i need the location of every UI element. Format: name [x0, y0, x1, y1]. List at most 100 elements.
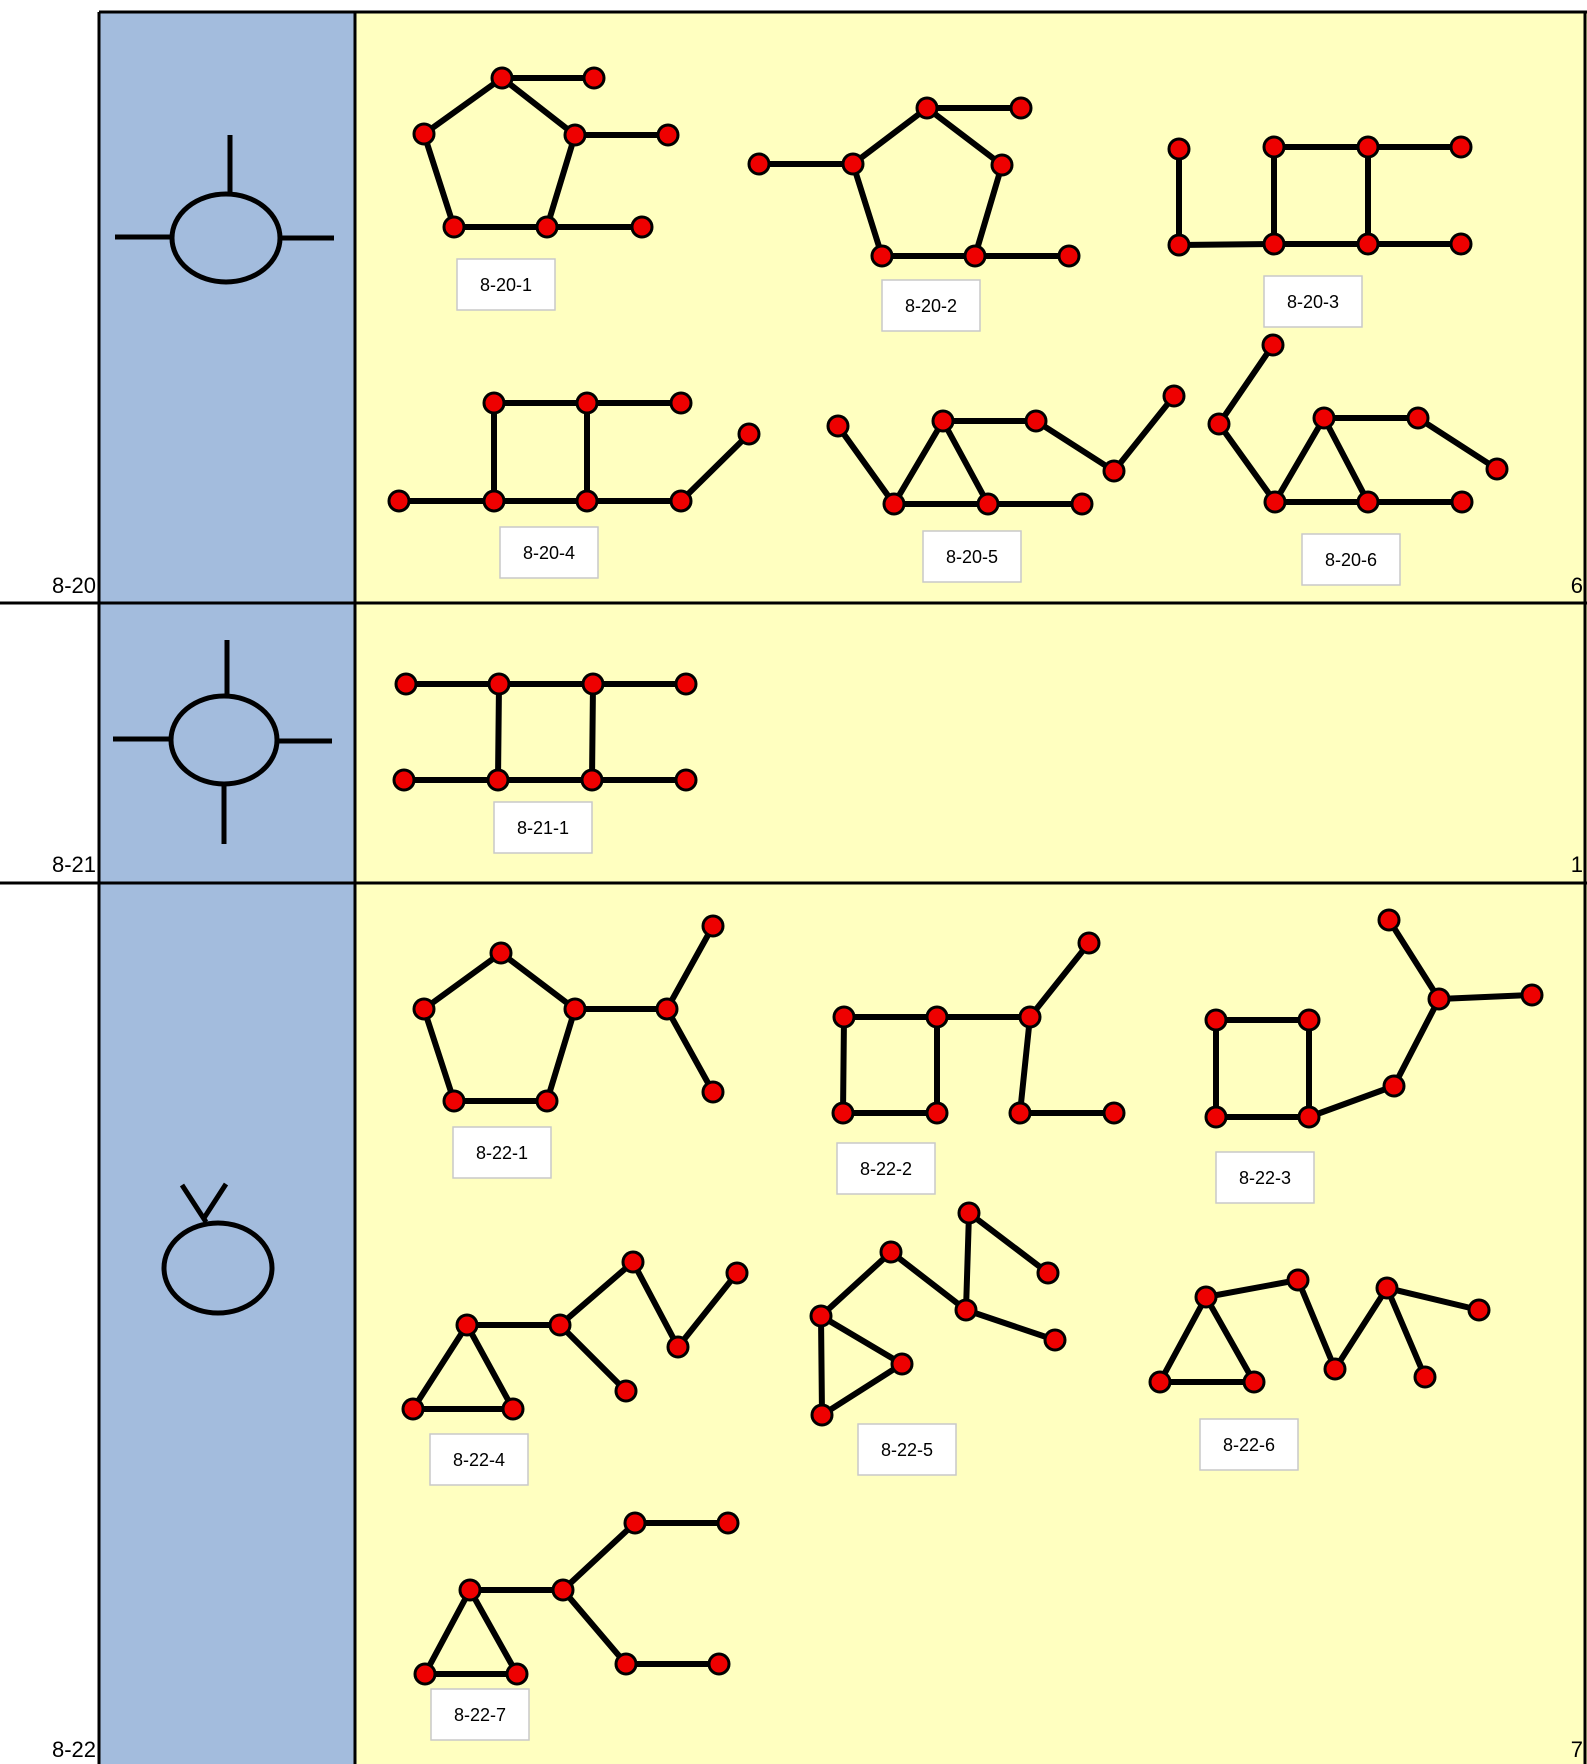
graph-node [976, 492, 1000, 516]
graph-label-box [1301, 533, 1401, 586]
graph-edge [1321, 415, 1371, 505]
graph-node [1356, 490, 1380, 514]
graph-edge [1384, 1285, 1428, 1380]
graph-node [826, 414, 850, 438]
graph-edge [850, 105, 930, 167]
graph-node [810, 1403, 834, 1427]
graph-label-box [452, 1126, 552, 1179]
graph-edge [818, 1249, 894, 1319]
graph-node [1167, 233, 1191, 257]
graph-edge [1384, 1285, 1482, 1313]
graph-edge [422, 1587, 473, 1677]
row-id-8-21: 8-21 [52, 852, 96, 877]
graph-edge [891, 418, 946, 507]
graph-node [501, 1397, 525, 1421]
graph-node [392, 768, 416, 792]
graph-node [394, 672, 418, 696]
graph-8-20-2: 8-20-2 [747, 96, 1081, 332]
graph-node [882, 492, 906, 516]
graph-node [621, 1250, 645, 1274]
graph-node [1008, 1101, 1032, 1125]
graph-node [1194, 1285, 1218, 1309]
graph-label: 8-22-1 [476, 1143, 528, 1163]
graph-edge [888, 1249, 969, 1313]
graph-node [1467, 1298, 1491, 1322]
graph-node [387, 489, 411, 513]
graph-label: 8-20-5 [946, 547, 998, 567]
graph-node [925, 1101, 949, 1125]
graph-label: 8-22-2 [860, 1159, 912, 1179]
graph-edge [589, 681, 596, 783]
graph-edge [464, 1322, 516, 1412]
graph-8-22-1: 8-22-1 [412, 914, 725, 1179]
graph-label: 8-20-6 [1325, 550, 1377, 570]
graph-edge [664, 1006, 716, 1095]
graph-8-22-5: 8-22-5 [809, 1201, 1067, 1476]
graph-node [915, 96, 939, 120]
graph-node [1207, 412, 1231, 436]
graph-node [879, 1240, 903, 1264]
table-grid [0, 10, 1587, 1764]
graph-node [623, 1511, 647, 1535]
graph-node [442, 215, 466, 239]
graph-node [401, 1397, 425, 1421]
graph-label-box [493, 801, 593, 854]
graph-edge [678, 431, 752, 504]
graph-edge [560, 1520, 638, 1593]
graph-edge [1176, 241, 1277, 248]
circle-with-four-spokes-icon [113, 640, 332, 844]
graph-node [412, 997, 436, 1021]
graph-node [701, 914, 725, 938]
graph-edge [421, 75, 505, 137]
row-count-8-20: 6 [1571, 573, 1583, 598]
graph-edge [818, 1313, 905, 1367]
graph-node [1204, 1105, 1228, 1129]
graph-edge [421, 131, 457, 230]
graph-node [1102, 1101, 1126, 1125]
graph-node [655, 997, 679, 1021]
graph-node [1449, 135, 1473, 159]
graph-node [580, 768, 604, 792]
graph-node [1102, 459, 1126, 483]
graph-edge [1386, 917, 1442, 1002]
graph-node [1043, 1328, 1067, 1352]
graph-8-21-1: 8-21-1 [392, 672, 698, 854]
graph-edge [818, 1313, 825, 1418]
graph-node [575, 489, 599, 513]
graph-label-box [857, 1423, 957, 1476]
graph-node [490, 66, 514, 90]
graph-node [954, 1298, 978, 1322]
graph-label-box [1263, 275, 1363, 328]
graph-node [1356, 135, 1380, 159]
graph-node [674, 672, 698, 696]
graph-edge [1203, 1277, 1301, 1300]
graph-label-box [429, 1433, 529, 1486]
graph-edge [499, 75, 578, 138]
graph-node [747, 152, 771, 176]
graph-node [482, 489, 506, 513]
graph-edge [924, 105, 1005, 168]
graph-label-box [922, 530, 1022, 583]
graph-node [548, 1313, 572, 1337]
graph-node [1427, 987, 1451, 1011]
graph-node [1323, 1357, 1347, 1381]
graph-node [563, 123, 587, 147]
graph-label-box [836, 1142, 936, 1195]
graph-edge [1415, 415, 1500, 472]
graph-edge [1203, 1294, 1257, 1385]
graph-node [1485, 457, 1509, 481]
graph-node [737, 422, 761, 446]
graph-8-20-5: 8-20-5 [826, 384, 1186, 583]
graph-node [1312, 406, 1336, 430]
graph-node [551, 1578, 575, 1602]
graph-8-20-6: 8-20-6 [1207, 333, 1509, 586]
graph-edge [630, 1259, 681, 1350]
circle-with-three-spokes-icon [115, 135, 334, 285]
graph-node [1413, 1365, 1437, 1389]
graph-node [1167, 137, 1191, 161]
graph-edge [1332, 1285, 1390, 1372]
graph-label-box [881, 279, 981, 332]
graph-label-box [499, 526, 599, 579]
graph-label: 8-22-6 [1223, 1435, 1275, 1455]
graph-node [990, 153, 1014, 177]
